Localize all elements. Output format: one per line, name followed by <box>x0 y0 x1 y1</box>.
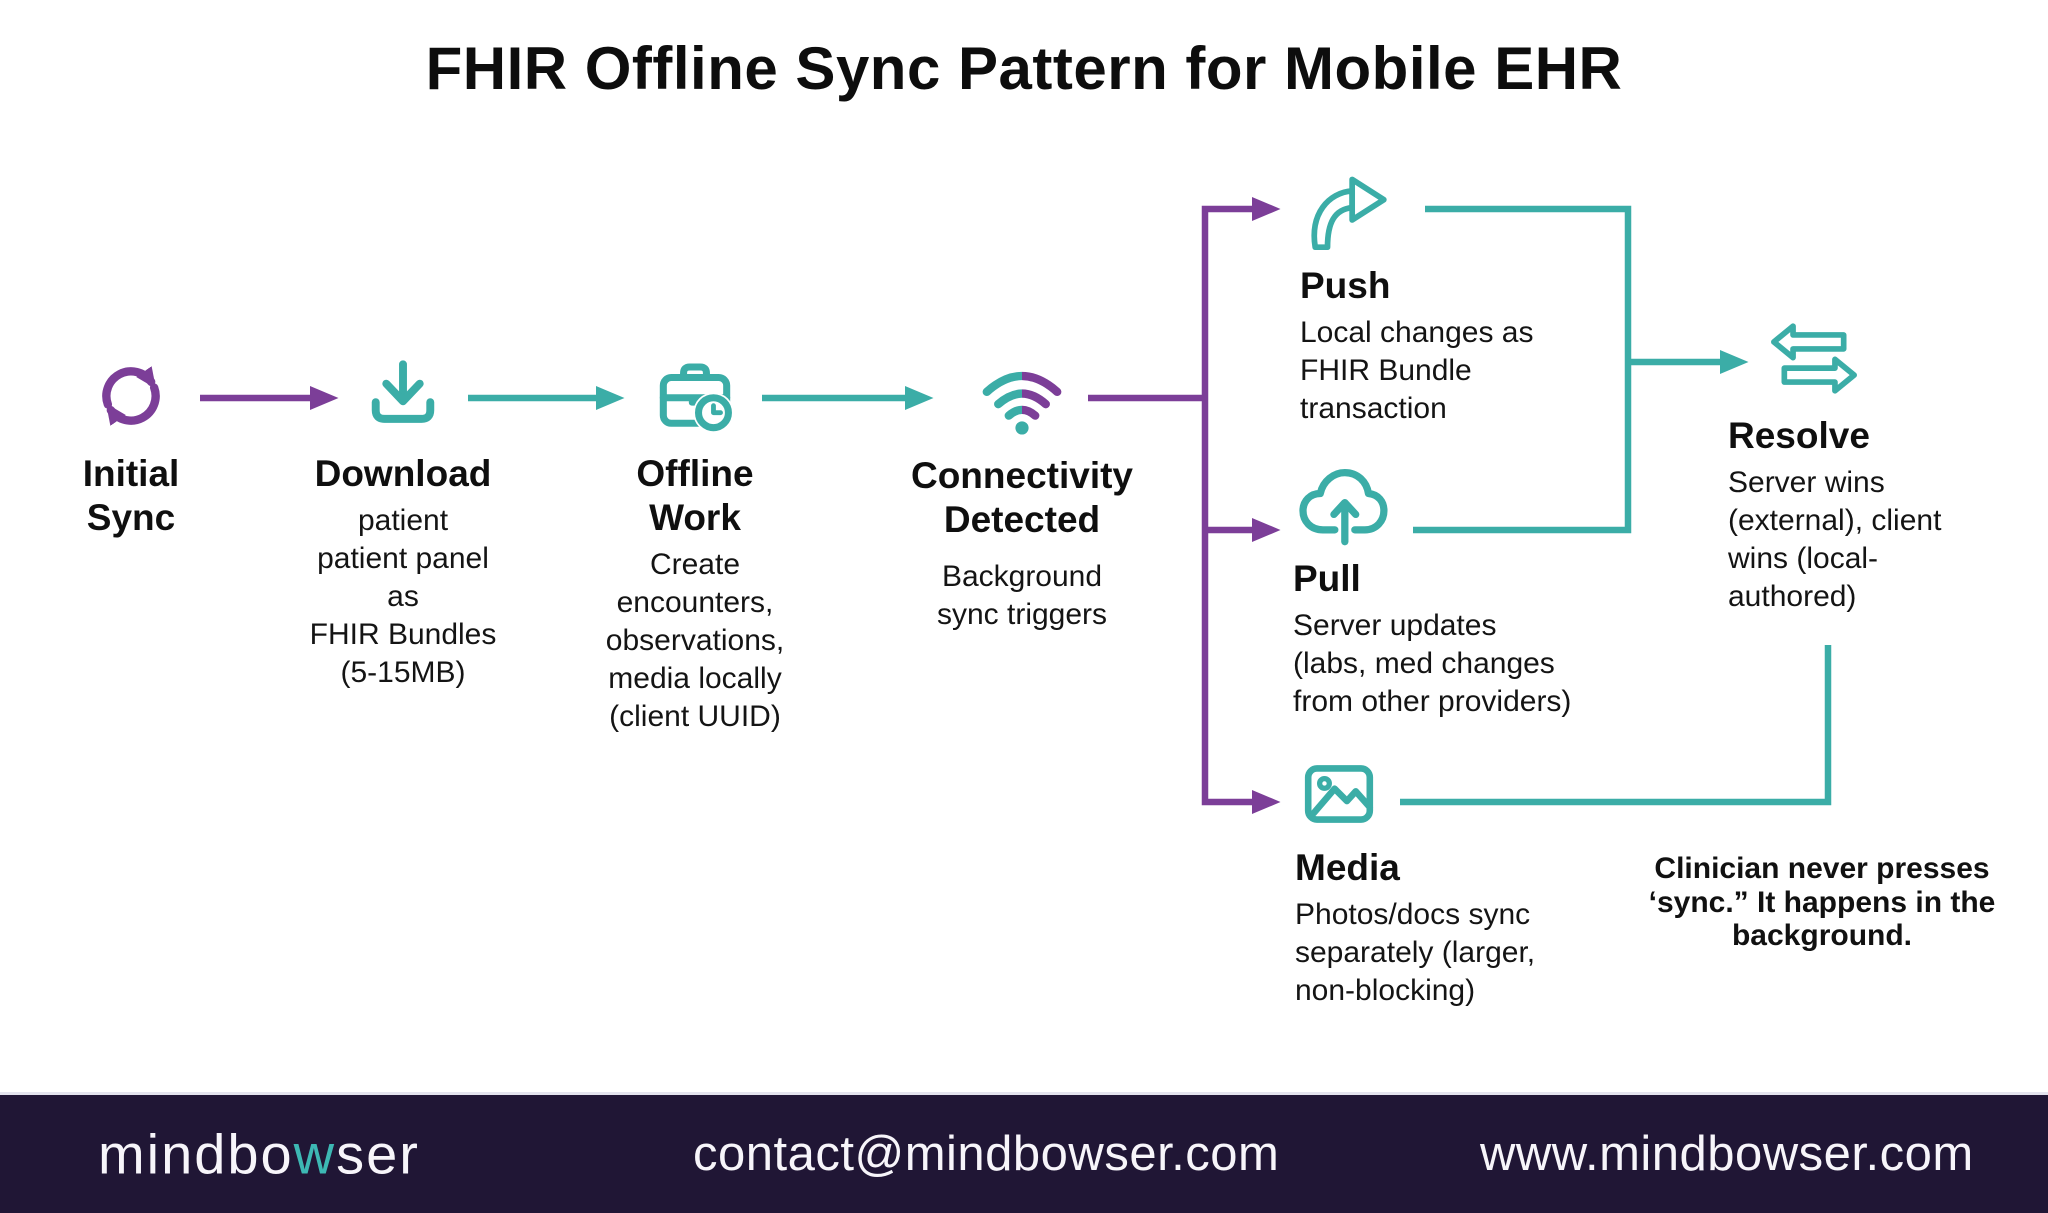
node-pull: Pull Server updates (labs, med changes f… <box>1293 458 1643 721</box>
node-title: Push <box>1300 265 1391 306</box>
node-offline-work: Offline Work Create encounters, observat… <box>580 352 810 737</box>
node-subtitle: Local changes as FHIR Bundle transaction <box>1300 316 1534 426</box>
brand-logo: mindbowser <box>98 1122 420 1187</box>
node-subtitle: patient patient panel as FHIR Bundles (5… <box>309 504 497 690</box>
image-icon <box>1304 765 1374 823</box>
briefcase-clock-icon <box>659 363 734 433</box>
node-title: Media <box>1295 847 1400 888</box>
wifi-icon <box>982 371 1062 435</box>
node-title: Connectivity Detected <box>910 455 1134 541</box>
node-title: Initial Sync <box>82 453 180 539</box>
node-subtitle: Server updates (labs, med changes from o… <box>1293 609 1572 719</box>
node-initial-sync: Initial Sync <box>21 352 241 540</box>
node-subtitle: Background sync triggers <box>936 560 1108 632</box>
page-title: FHIR Offline Sync Pattern for Mobile EHR <box>425 35 1623 102</box>
contact-email: contact@mindbowser.com <box>693 1127 1280 1181</box>
cloud-upload-icon <box>1299 468 1388 546</box>
logo-prefix: mindbo <box>98 1122 294 1186</box>
node-title: Download <box>314 453 492 494</box>
download-icon <box>371 360 435 423</box>
node-push: Push Local changes as FHIR Bundle transa… <box>1300 168 1630 428</box>
node-connectivity-detected: Connectivity Detected Background sync tr… <box>872 354 1172 634</box>
node-subtitle: Create encounters, observations, media l… <box>605 548 785 734</box>
node-title: Offline Work <box>636 453 754 539</box>
node-subtitle: Photos/docs sync separately (larger, non… <box>1295 898 1536 1008</box>
node-title: Pull <box>1293 558 1361 599</box>
swap-arrows-icon <box>1771 323 1857 394</box>
footer-bar: mindbowser contact@mindbowser.com www.mi… <box>0 1092 2048 1213</box>
node-media: Media Photos/docs sync separately (large… <box>1295 750 1625 1010</box>
node-subtitle: Server wins (external), client wins (loc… <box>1728 466 1942 614</box>
logo-accent-letter: w <box>293 1122 337 1186</box>
logo-suffix: ser <box>336 1122 420 1186</box>
node-resolve: Resolve Server wins (external), client w… <box>1728 318 2038 616</box>
share-arrow-icon <box>1311 176 1387 251</box>
website-url: www.mindbowser.com <box>1480 1127 1974 1181</box>
flow-connectors <box>200 196 1832 815</box>
sync-icon <box>102 366 160 426</box>
background-sync-note: Clinician never presses ‘sync.” It happe… <box>1648 852 1996 953</box>
node-title: Resolve <box>1728 415 1870 456</box>
node-download: Download patient patient panel as FHIR B… <box>293 352 513 692</box>
